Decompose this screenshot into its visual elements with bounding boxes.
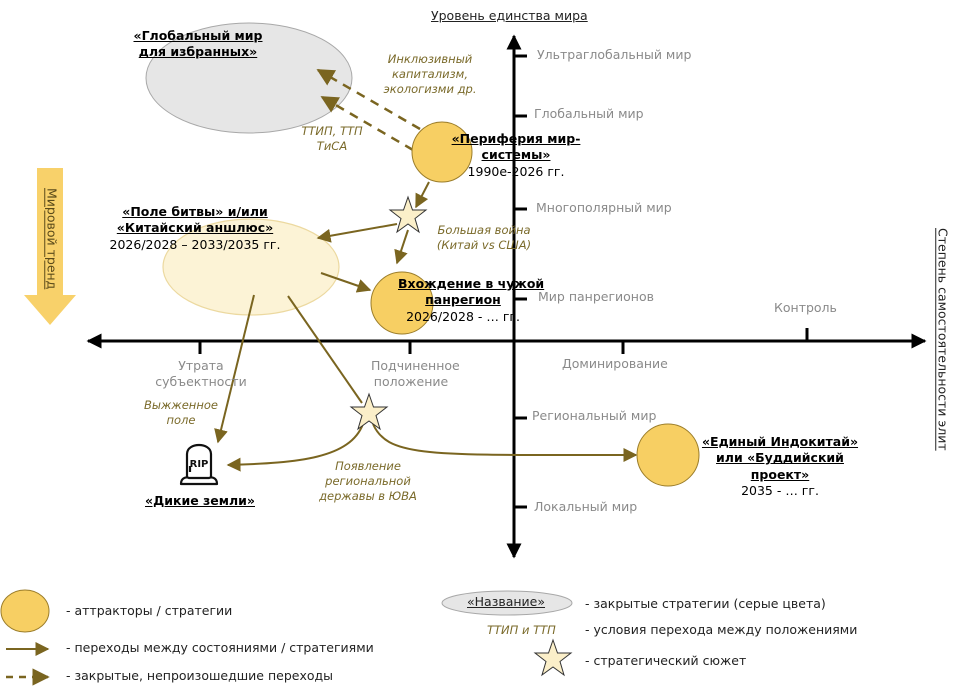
battlefield-dates: 2026/2028 – 2033/2035 гг. — [109, 236, 281, 252]
foreign-panregion-title-2: панрегион — [425, 292, 501, 308]
tick-label-multipolar: Многополярный мир — [536, 200, 672, 215]
vertical-axis-title: Уровень единства мира — [431, 8, 588, 23]
legend-transitions: - переходы между состояниями / стратегия… — [66, 640, 374, 655]
battlefield-label: «Поле битвы» и/или «Китайский аншлюс» 20… — [100, 204, 290, 253]
condition-inclusive: Инклюзивный капитализм, экологизми др. — [375, 52, 485, 97]
world-trend-arrow — [24, 168, 76, 325]
united-indochina-title-1: «Единый Индокитай» — [701, 434, 859, 449]
legend-conditions: - условия перехода между положениями — [585, 622, 858, 637]
united-indochina-label: «Единый Индокитай» или «Буддийский проек… — [700, 434, 860, 499]
condition-line: державы в ЮВА — [319, 488, 417, 503]
horizontal-axis-title: Степень самостоятельности элит — [935, 228, 951, 451]
tick-label-local: Локальный мир — [534, 499, 638, 514]
periphery-title-1: «Периферия мир- — [451, 131, 581, 146]
condition-line: региональной — [325, 473, 411, 488]
foreign-panregion-label: Вхождение в чужой панрегион 2026/2028 - … — [398, 276, 545, 325]
condition-line: ТТИП, ТТП — [301, 124, 363, 138]
vertical-ticks — [514, 54, 527, 509]
condition-regional-power: Появление региональной державы в ЮВА — [308, 459, 428, 504]
periphery-dates: 1990е-2026 гг. — [467, 163, 565, 179]
condition-line: экологизми др. — [383, 81, 477, 96]
legend-condition-sample: ТТИП и ТТП — [487, 623, 556, 637]
tick-label-loss: Утрата субъектности — [155, 358, 247, 390]
condition-big-war: Большая война (Китай vs США) — [424, 223, 544, 253]
condition-line: поле — [166, 412, 196, 427]
battlefield-title-2: «Китайский аншлюс» — [116, 220, 274, 236]
tick-label-panregions: Мир панрегионов — [538, 289, 654, 304]
periphery-attractor[interactable] — [411, 121, 473, 183]
transition-arrow[interactable] — [320, 272, 372, 293]
united-indochina-attractor[interactable] — [636, 423, 700, 487]
legend-closed-sample: «Название» — [467, 594, 546, 609]
transition-arrow[interactable] — [415, 181, 430, 209]
wild-lands-title: «Дикие земли» — [145, 493, 255, 508]
battlefield-ellipse[interactable] — [162, 218, 340, 316]
closed-transition-arrow[interactable] — [320, 95, 414, 152]
condition-line: ТиСА — [316, 138, 348, 153]
condition-line: капитализм, — [391, 66, 468, 81]
transition-arrow[interactable] — [372, 423, 638, 463]
horizontal-ticks — [198, 328, 809, 354]
legend-closed-transitions: - закрытые, непроизошедшие переходы — [66, 668, 334, 683]
global-for-elect-ellipse[interactable] — [145, 22, 353, 134]
foreign-panregion-dates: 2026/2028 - … гг. — [406, 308, 520, 324]
transition-arrow[interactable] — [226, 423, 364, 472]
transition-arrow[interactable] — [316, 223, 398, 243]
condition-line: Выжженное — [144, 398, 218, 412]
condition-line: Инклюзивный — [387, 52, 473, 66]
tick-label-ultraglobal: Ультраглобальный мир — [537, 47, 692, 62]
closed-transition-arrow[interactable] — [316, 68, 421, 131]
tick-label-domination: Доминирование — [562, 356, 668, 371]
legend-story: - стратегический сюжет — [585, 653, 747, 668]
periphery-label: «Периферия мир- системы» 1990е-2026 гг. — [446, 131, 586, 180]
tick-label-control: Контроль — [774, 300, 837, 315]
tick-label-subordinate: Подчиненное положение — [371, 358, 460, 390]
legend-closed-strategies: - закрытые стратегии (серые цвета) — [585, 596, 826, 611]
global-for-elect-title: «Глобальный мир для избранных» — [133, 28, 263, 60]
battlefield-title-1: «Поле битвы» и/или — [122, 204, 268, 219]
condition-line: Появление — [335, 459, 401, 473]
condition-ttip: ТТИП, ТТП ТиСА — [292, 124, 372, 154]
regional-power-star[interactable] — [349, 392, 389, 431]
transition-arrow[interactable] — [394, 229, 409, 265]
legend-story-icon — [533, 638, 573, 677]
tick-label-global: Глобальный мир — [534, 106, 644, 121]
united-indochina-title-2: или «Буддийский — [716, 450, 844, 466]
tombstone-icon — [179, 443, 219, 486]
legend-closed-strategy-icon — [441, 590, 573, 616]
world-trend-label: Мировой тренд — [44, 188, 60, 290]
united-indochina-dates: 2035 - … гг. — [741, 482, 819, 498]
periphery-title-2: системы» — [481, 147, 551, 163]
big-war-star[interactable] — [388, 195, 428, 234]
tombstone-rip-text: RIP — [190, 459, 209, 470]
condition-scorched: Выжженное поле — [136, 398, 226, 428]
foreign-panregion-attractor[interactable] — [370, 271, 434, 335]
tick-label-regional: Региональный мир — [532, 408, 657, 423]
foreign-panregion-title-1: Вхождение в чужой — [398, 276, 545, 291]
legend-attractor-icon — [0, 589, 50, 633]
condition-line: (Китай vs США) — [436, 237, 532, 252]
legend-attractors: - аттракторы / стратегии — [66, 603, 233, 618]
transition-arrow[interactable] — [214, 294, 255, 444]
united-indochina-title-3: проект» — [750, 466, 810, 482]
transition-arrow[interactable] — [287, 295, 363, 404]
condition-line: Большая война — [437, 223, 531, 237]
